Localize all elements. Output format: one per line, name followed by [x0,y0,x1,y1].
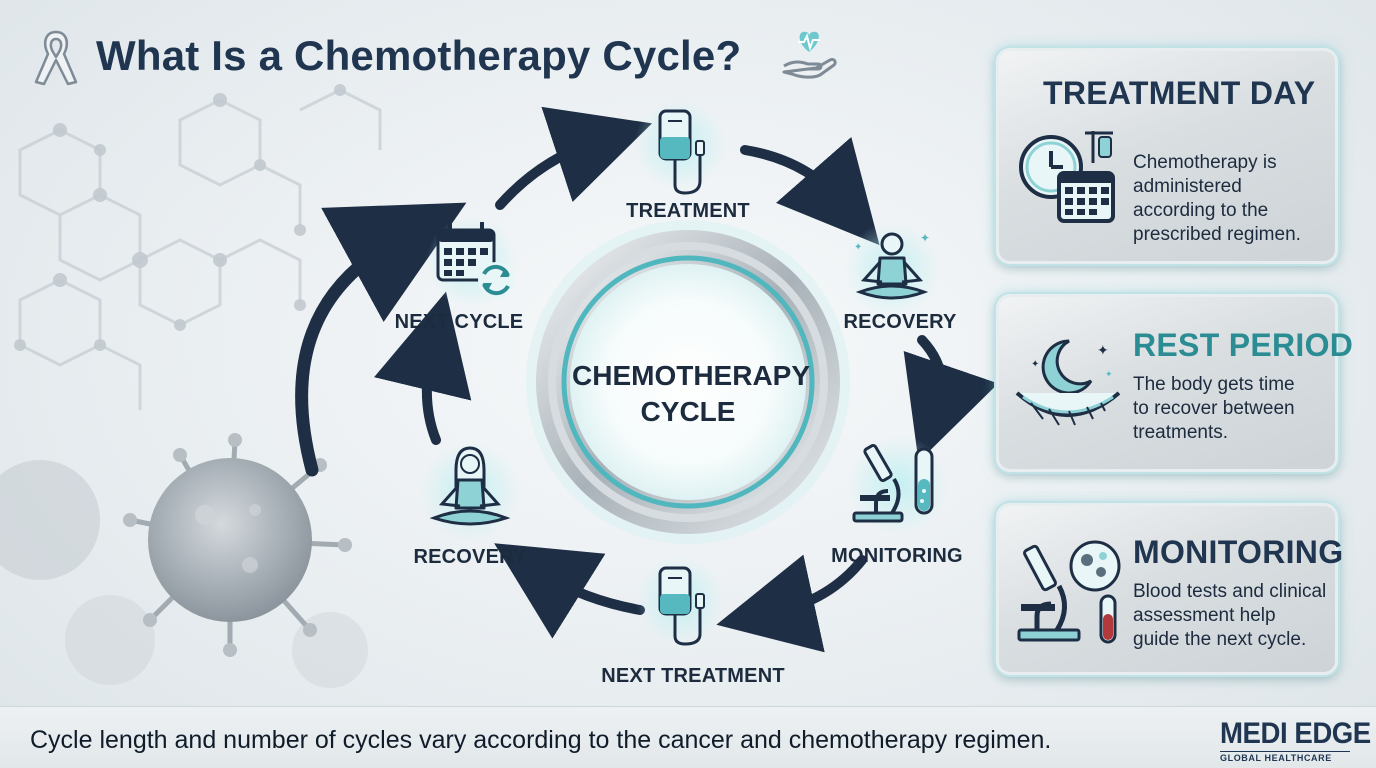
node-label-treatment: TREATMENT [626,200,750,222]
svg-text:✦: ✦ [854,242,862,253]
microscope-blood-icon [1017,540,1121,644]
card-rest-period: REST PERIOD ✦ ✦ ✦ The body gets time to … [996,294,1353,472]
arrow-monitoring-to-next-treatment [716,554,867,653]
card-monitoring: MONITORING Blood tests and clinical asse… [996,503,1343,675]
iv-bag-icon [634,99,726,195]
card-description: Chemotherapy is administered according t… [1133,151,1301,247]
calendar-repeat-icon [426,216,518,308]
arrow-treatment-to-recovery [740,136,880,246]
arrow-next-cycle-to-treatment [495,106,653,210]
node-label-next-cycle: NEXT CYCLE [394,311,524,333]
iv-bag-icon [636,556,724,646]
footer-bar: Cycle length and number of cycles vary a… [0,706,1376,768]
card-title: REST PERIOD [1133,327,1354,363]
footer-note: Cycle length and number of cycles vary a… [30,726,1052,754]
node-label-recovery-left: RECOVERY [413,546,527,568]
brand-logo-subtitle: GLOBAL HEALTHCARE [1220,751,1350,763]
arrow-next-treatment-to-recovery [494,543,645,639]
clock-calendar-iv-icon [1019,131,1115,223]
card-line: according to the [1133,200,1269,221]
card-treatment-day: TREATMENT DAY Chemotherapy is administer… [996,48,1338,264]
center-label-line1: CHEMOTHERAPY [572,360,811,391]
svg-text:✦: ✦ [1105,369,1113,379]
card-title: TREATMENT DAY [1043,75,1316,111]
svg-text:✦: ✦ [1031,359,1039,370]
virus-cell-illustration [123,433,352,657]
arrow-recovery-to-monitoring [903,335,999,462]
header: What Is a Chemotherapy Cycle? [28,22,888,92]
cycle-center-label: CHEMOTHERAPY CYCLE [572,358,811,430]
card-line: assessment help [1133,605,1276,626]
card-line: Chemotherapy is [1133,152,1277,173]
meditating-person-icon: ✦ ✦ [844,222,940,318]
center-label-line2: CYCLE [640,396,736,427]
svg-text:✦: ✦ [1097,342,1109,358]
card-line: administered [1133,176,1242,197]
svg-text:✦: ✦ [920,231,930,245]
moon-hammock-icon: ✦ ✦ ✦ [1015,339,1121,426]
cycle-arrows [295,106,999,653]
heart-in-hand-icon [782,31,837,79]
card-line: guide the next cycle. [1133,629,1307,650]
page-title: What Is a Chemotherapy Cycle? [96,32,742,79]
awareness-ribbon-icon [34,30,78,86]
microscope-icon [848,435,948,535]
node-label-recovery-right: RECOVERY [843,311,957,333]
card-line: prescribed regimen. [1133,224,1301,245]
arrow-recovery-to-next-cycle [374,291,472,445]
card-description: The body gets time to recover between tr… [1133,373,1295,445]
arrow-outer-loop [295,202,467,477]
card-title: MONITORING [1133,534,1344,570]
meditating-person-icon [420,442,520,542]
node-label-next-treatment: NEXT TREATMENT [601,665,785,687]
node-label-monitoring: MONITORING [831,545,963,567]
card-line: to recover between [1133,398,1295,419]
card-line: treatments. [1133,422,1229,443]
brand-logo: MEDI EDGE [1220,717,1371,750]
card-line: Blood tests and clinical [1133,581,1327,602]
card-line: The body gets time [1133,374,1295,395]
center-ring [526,220,850,544]
card-description: Blood tests and clinical assessment help… [1133,580,1326,652]
